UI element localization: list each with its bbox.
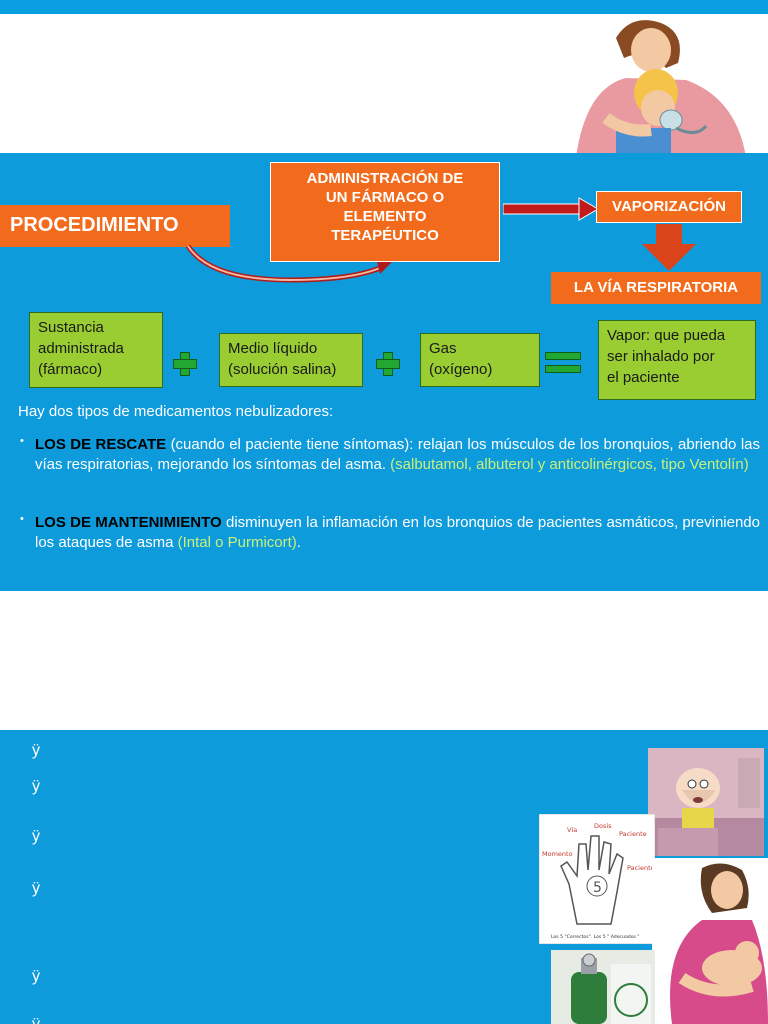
mother-baby-illustration	[652, 858, 768, 1024]
vapor-line-2: ser inhalado por	[607, 348, 715, 365]
top-bar	[0, 0, 768, 14]
nebulizer-illustration	[546, 18, 768, 157]
plus-icon	[173, 352, 197, 376]
intro-text: Hay dos tipos de medicamentos nebulizado…	[18, 403, 334, 420]
hand-caption: Los 5 "Correctos". Los 5 " Adecuados "	[551, 934, 640, 940]
gas-line-2: (oxígeno)	[429, 361, 493, 378]
sustancia-line-2: administrada	[38, 340, 124, 357]
bullet-dot: •	[20, 435, 24, 447]
mantenimiento-end: .	[296, 534, 301, 551]
rescate-examples: (salbutamol, albuterol y anticolinérgico…	[390, 456, 749, 473]
down-arrow	[642, 224, 696, 271]
administracion-box: ADMINISTRACIÓN DE UN FÁRMACO O ELEMENTO …	[270, 162, 500, 262]
mantenimiento-title: LOS DE MANTENIMIENTO	[35, 514, 222, 531]
glyph-bullet: ÿ	[32, 828, 40, 845]
svg-text:5: 5	[593, 880, 602, 896]
procedimiento-box: PROCEDIMIENTO	[0, 205, 230, 247]
vaporizacion-box: VAPORIZACIÓN	[596, 191, 742, 223]
glyph-bullet: ÿ	[32, 742, 40, 759]
bullet-mantenimiento: LOS DE MANTENIMIENTO disminuyen la infla…	[35, 513, 760, 553]
via-respiratoria-box: LA VÍA RESPIRATORIA	[551, 272, 761, 304]
hand-label-momento: Momento	[542, 850, 573, 858]
curved-arrow	[185, 244, 392, 283]
sustancia-box: Sustancia administrada (fármaco)	[29, 312, 163, 388]
glyph-bullet: ÿ	[32, 778, 40, 795]
mantenimiento-text: disminuyen la inflamación en los bronqui…	[35, 514, 760, 551]
glyph-bullet: ÿ	[32, 1016, 40, 1024]
hand-label-paciente: Paciente	[627, 864, 655, 872]
bullet-dot: •	[20, 513, 24, 525]
plus-icon	[376, 352, 400, 376]
oxygen-tank-picture	[551, 950, 655, 1024]
administracion-line-3: ELEMENTO	[343, 208, 427, 225]
via-respiratoria-label: LA VÍA RESPIRATORIA	[573, 279, 739, 296]
bullet-rescate: LOS DE RESCATE (cuando el paciente tiene…	[35, 435, 760, 475]
vapor-line-1: Vapor: que pueda	[607, 327, 726, 344]
hand-label-dosis: Dosis	[594, 822, 612, 830]
administracion-line-1: ADMINISTRACIÓN DE	[306, 170, 464, 187]
procedimiento-label: PROCEDIMIENTO	[10, 214, 179, 236]
glyph-bullet: ÿ	[32, 968, 40, 985]
sustancia-line-3: (fármaco)	[38, 361, 103, 378]
rescate-text: (cuando el paciente tiene síntomas): rel…	[35, 436, 760, 473]
vaporizacion-label: VAPORIZACIÓN	[612, 198, 726, 215]
vapor-box: Vapor: que pueda ser inhalado por el pac…	[598, 320, 756, 400]
vapor-line-3: el paciente	[607, 369, 680, 386]
hand-label-paciente-top: Paciente	[619, 830, 647, 838]
rescate-title: LOS DE RESCATE	[35, 436, 167, 453]
administracion-line-4: TERAPÉUTICO	[331, 227, 439, 244]
sustancia-line-1: Sustancia	[38, 319, 104, 336]
medio-line-2: (solución salina)	[228, 361, 337, 378]
medio-line-1: Medio líquido	[228, 340, 318, 357]
hand-label-via: Vía	[567, 826, 577, 834]
equals-icon	[545, 352, 581, 374]
mantenimiento-examples: (Intal o Purmicort)	[177, 534, 297, 551]
five-rights-hand-diagram: 5 Vía Dosis Paciente Momento Paciente Lo…	[539, 814, 655, 944]
right-arrow	[503, 197, 599, 221]
gas-box: Gas (oxígeno)	[420, 333, 540, 387]
cartoon-picture	[648, 748, 764, 856]
medio-liquido-box: Medio líquido (solución salina)	[219, 333, 363, 387]
gas-line-1: Gas	[429, 340, 457, 357]
administracion-line-2: UN FÁRMACO O	[325, 189, 445, 206]
glyph-bullet: ÿ	[32, 880, 40, 897]
